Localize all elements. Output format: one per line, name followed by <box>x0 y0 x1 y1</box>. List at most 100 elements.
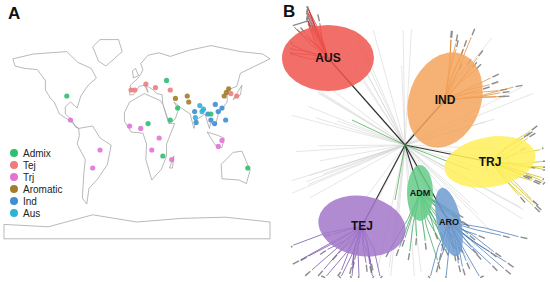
sample-dot <box>175 105 180 110</box>
clade-label: IND <box>435 93 456 107</box>
continent-outline <box>207 132 224 148</box>
tip-label-mark <box>381 276 383 278</box>
legend-label: Admix <box>23 148 51 159</box>
clade-label: AUS <box>315 51 340 65</box>
tip-label-mark <box>366 265 368 272</box>
continent-outline <box>124 94 174 180</box>
sample-dot <box>197 103 202 108</box>
panel-letter: A <box>8 4 20 24</box>
branch <box>316 118 405 145</box>
tip-label-mark <box>439 253 441 260</box>
tip-label-mark <box>428 276 430 278</box>
clade-ellipse: IND <box>409 51 481 149</box>
tip-label-mark <box>535 207 540 212</box>
tip-label-mark <box>408 253 409 260</box>
tip-label-mark <box>543 160 545 161</box>
continent-outline <box>221 151 250 183</box>
tip-label-mark <box>307 6 309 8</box>
tip-label-mark <box>307 6 308 8</box>
legend-row: Tej <box>10 159 62 171</box>
clade-ellipse: TEJ <box>318 196 406 256</box>
legend-row: Admix <box>10 147 62 159</box>
tip-label-mark <box>543 169 545 171</box>
tip-label-mark <box>467 263 470 269</box>
sample-dot <box>228 91 233 96</box>
sample-dot <box>160 153 165 158</box>
ellipse-fill <box>313 189 410 263</box>
tip-label-mark <box>350 267 352 274</box>
tip-label-mark <box>524 133 530 137</box>
sample-dot <box>226 86 231 91</box>
tip-label-mark <box>491 253 497 257</box>
sample-dot <box>234 93 239 98</box>
legend-label: Ind <box>23 196 37 207</box>
clade-label: TRJ <box>479 155 502 169</box>
legend: AdmixTejTrjAromaticIndAus <box>10 147 62 219</box>
continent-outline <box>170 156 174 168</box>
tip-label-mark <box>301 257 307 260</box>
branch <box>405 29 411 145</box>
legend-label: Trj <box>23 172 34 183</box>
sample-dot <box>68 117 73 122</box>
tip-label-mark <box>293 261 299 264</box>
sample-dot <box>208 111 213 116</box>
sample-dot <box>186 99 191 104</box>
sample-dot <box>145 121 150 126</box>
sample-dot <box>185 93 190 98</box>
tip-label-mark <box>543 182 545 184</box>
tip-label-mark <box>445 276 447 278</box>
legend-row: Aromatic <box>10 183 62 195</box>
sample-dot <box>90 165 95 170</box>
sample-dot <box>128 87 133 92</box>
tip-label-mark <box>526 175 533 177</box>
branch <box>317 91 405 145</box>
branch <box>292 145 405 193</box>
legend-label: Aus <box>23 208 40 219</box>
admix-branch <box>395 145 405 200</box>
sample-dot <box>168 87 173 92</box>
branch <box>403 30 405 145</box>
legend-row: Aus <box>10 207 62 219</box>
clade-label: TEJ <box>351 219 373 233</box>
tip-label-mark <box>436 265 438 272</box>
sample-dot <box>149 147 154 152</box>
ellipse-fill <box>440 129 539 194</box>
tip-label-mark <box>503 236 510 238</box>
tip-label-mark <box>425 243 427 250</box>
continent-outline <box>233 85 242 99</box>
tip-label-mark <box>464 40 466 47</box>
tip-label-mark <box>533 201 538 206</box>
tip-label-mark <box>483 87 490 89</box>
tip-label-mark <box>305 271 310 276</box>
legend-swatch <box>10 173 18 181</box>
continent-outline <box>93 40 123 66</box>
tip-label-mark <box>503 91 510 93</box>
sample-dot <box>168 117 173 122</box>
sample-dot <box>143 81 148 86</box>
sample-dot <box>173 96 178 101</box>
tip-label-mark <box>350 276 351 278</box>
tip-label-mark <box>358 276 360 278</box>
tip-label-mark <box>516 85 523 86</box>
tip-label-mark <box>479 236 485 239</box>
sample-dot <box>212 121 217 126</box>
world-map <box>4 40 270 239</box>
tip-label-mark <box>508 263 514 267</box>
continent-outline <box>77 126 111 204</box>
tip-label-mark <box>502 95 509 97</box>
tip-label-mark <box>472 29 475 35</box>
tip-label-mark <box>291 246 293 248</box>
tip-label-mark <box>318 14 320 21</box>
tip-label-mark <box>542 178 544 180</box>
legend-swatch <box>10 185 18 193</box>
legend-swatch <box>10 209 18 217</box>
tip-label-mark <box>456 35 457 42</box>
legend-row: Trj <box>10 171 62 183</box>
tip-label-mark <box>338 272 341 276</box>
tip-label-mark <box>332 255 337 260</box>
branch <box>363 66 405 145</box>
ellipse-fill <box>407 165 433 221</box>
continent-outline <box>13 52 96 129</box>
tip-label-mark <box>308 17 311 23</box>
